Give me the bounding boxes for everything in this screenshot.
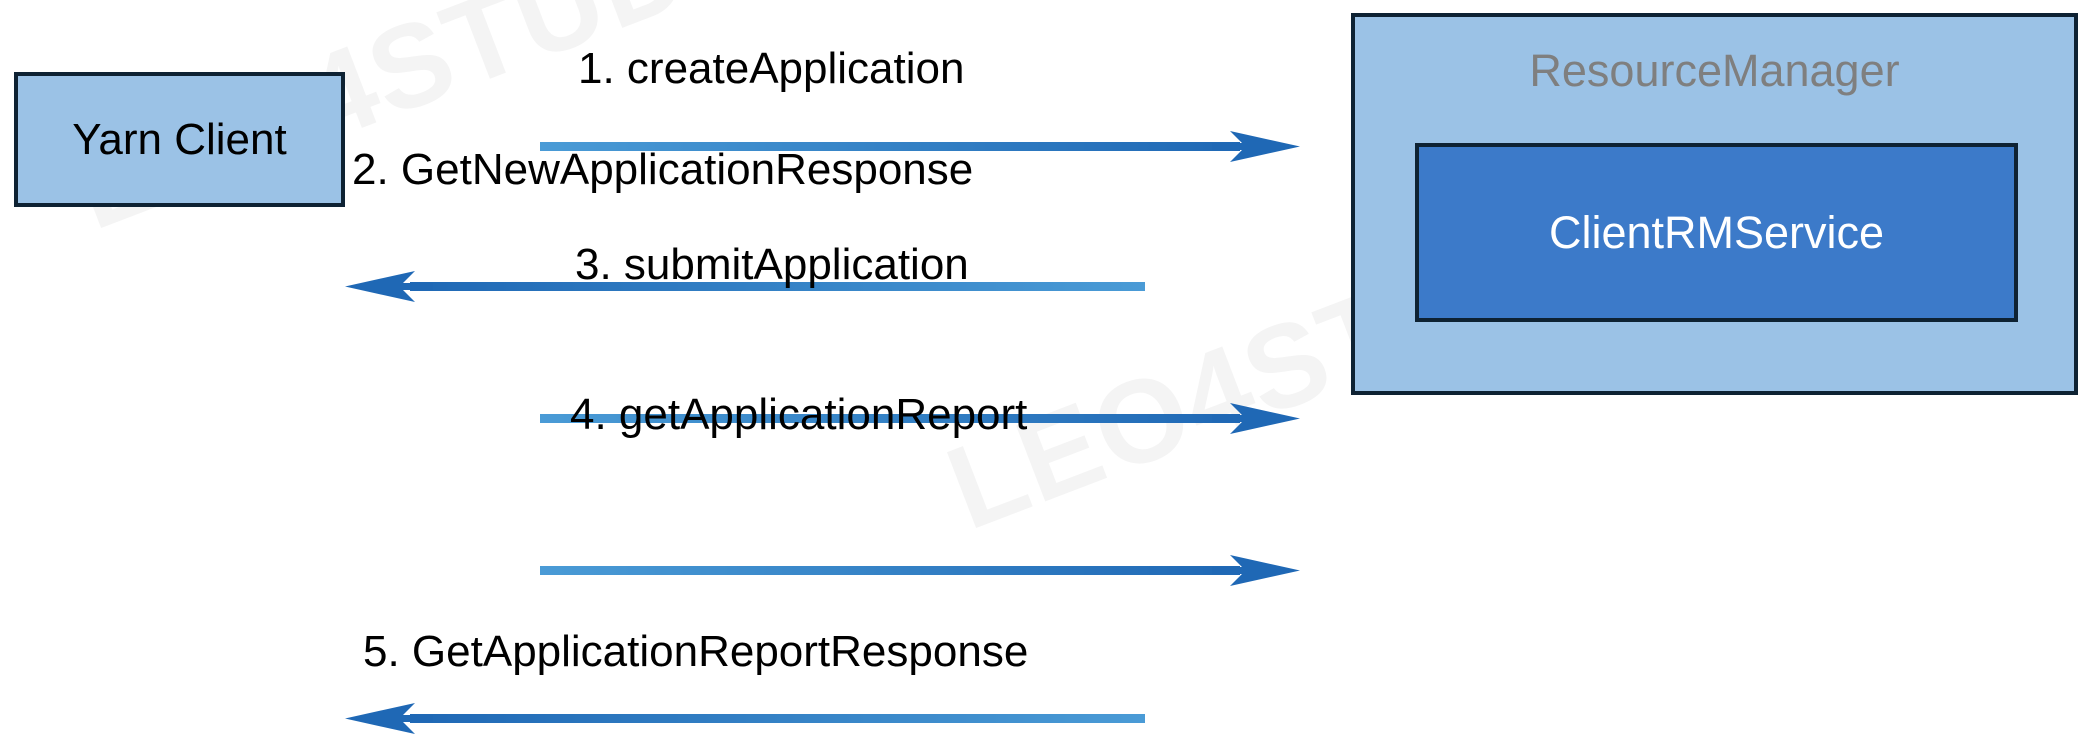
message-1-arrow bbox=[540, 128, 1300, 168]
message-5-arrow bbox=[340, 700, 1145, 740]
node-yarn-client: Yarn Client bbox=[14, 72, 345, 207]
message-3-arrow bbox=[540, 400, 1300, 440]
message-4-arrow bbox=[540, 552, 1300, 592]
node-yarn-client-label: Yarn Client bbox=[72, 114, 287, 164]
node-resource-manager: ResourceManager ClientRMService bbox=[1351, 13, 2078, 395]
message-4-label: 4. getApplicationReport bbox=[570, 390, 1028, 439]
message-5-label: 5. GetApplicationReportResponse bbox=[363, 627, 1029, 676]
node-client-rm-service-label: ClientRMService bbox=[1548, 206, 1885, 258]
message-2-arrow bbox=[340, 268, 1145, 308]
message-2-label: 2. GetNewApplicationResponse bbox=[352, 145, 974, 194]
message-3-label: 3. submitApplication bbox=[575, 240, 969, 289]
node-resource-manager-title: ResourceManager bbox=[1529, 45, 1900, 96]
node-client-rm-service: ClientRMService bbox=[1415, 143, 2018, 322]
message-1-label: 1. createApplication bbox=[578, 44, 965, 93]
